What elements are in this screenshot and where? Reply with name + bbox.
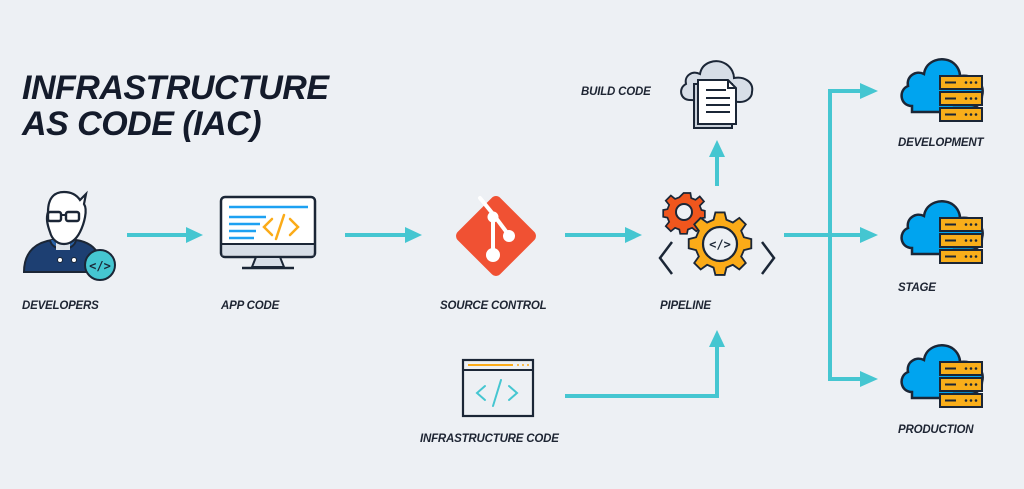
svg-text:</>: </> [709, 238, 731, 252]
label-developers: DEVELOPERS [22, 300, 99, 312]
browser-code-icon [461, 358, 535, 418]
title-line-1: INFRASTRUCTURE [22, 69, 329, 107]
branch-trunk [828, 89, 862, 381]
label-production: PRODUCTION [898, 424, 974, 436]
arrow-head [625, 227, 642, 243]
svg-text:</>: </> [89, 259, 111, 273]
label-infrastructure-code: INFRASTRUCTURE CODE [420, 433, 559, 445]
gears-code-icon: </> [658, 192, 776, 276]
cloud-server-icon-stage [900, 200, 984, 264]
cloud-server-icon-production [900, 344, 984, 408]
label-app-code: APP CODE [221, 300, 280, 312]
label-development: DEVELOPMENT [898, 137, 984, 149]
arrow-head-production [860, 371, 878, 387]
arrow-infra-code-to-pipeline [565, 347, 719, 398]
arrow-head-stage [860, 227, 878, 243]
arrow-head [709, 140, 725, 157]
arrow-head [709, 330, 725, 347]
git-icon [456, 196, 536, 276]
arrow-head [186, 227, 203, 243]
label-build-code: BUILD CODE [581, 86, 651, 98]
title-line-2: AS CODE (IAC) [22, 105, 262, 143]
cloud-server-icon-development [900, 58, 984, 122]
arrow-head [405, 227, 422, 243]
arrow-head-development [860, 83, 878, 99]
developer-icon: </> [22, 190, 116, 281]
cloud-documents-icon [680, 60, 754, 129]
diagram-title: INFRASTRUCTURE AS CODE (IAC) [22, 70, 329, 142]
monitor-code-icon [219, 195, 317, 270]
label-stage: STAGE [898, 282, 936, 294]
label-pipeline: PIPELINE [660, 300, 711, 312]
label-source-control: SOURCE CONTROL [440, 300, 547, 312]
